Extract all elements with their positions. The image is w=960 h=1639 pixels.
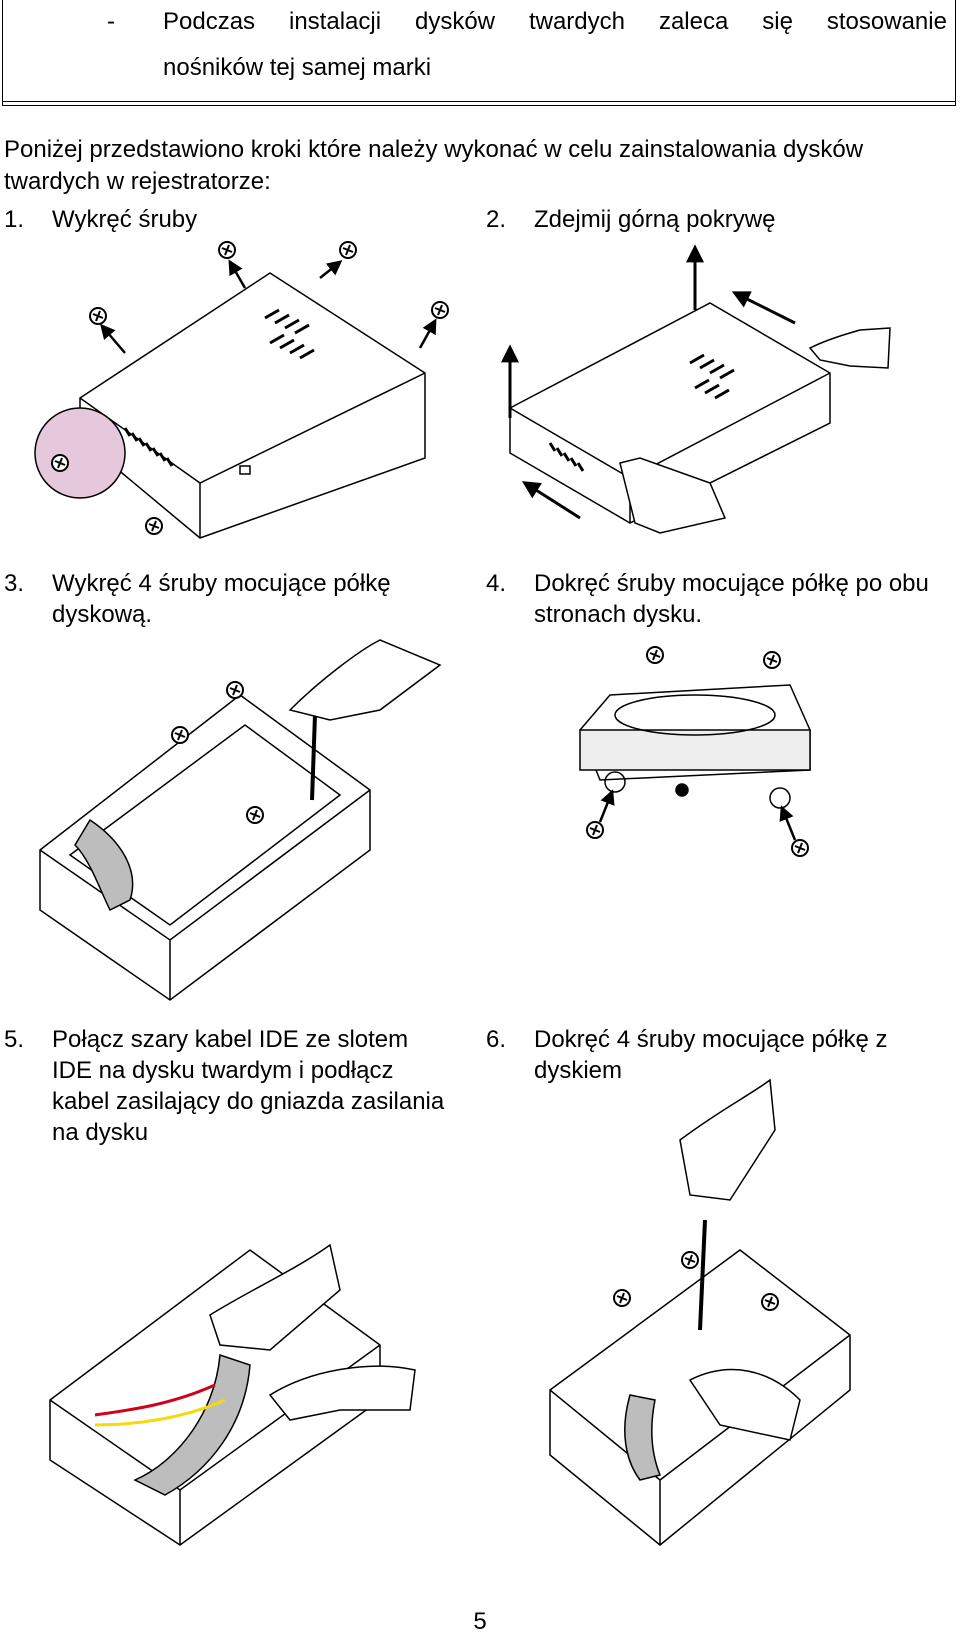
recorder-cover-illustration	[509, 302, 831, 524]
step-number: 5.	[4, 1026, 25, 1053]
figure-remove-cover	[501, 244, 891, 534]
step-text-line: na dysku	[52, 1119, 149, 1146]
step-text-line: dyskiem	[534, 1057, 623, 1084]
step-6-heading: 6. Dokręć 4 śruby mocujące półkę z dyski…	[486, 1024, 956, 1088]
figure-remove-shelf-screws	[39, 639, 442, 1001]
step-text-line: IDE na dysku twardym i podłącz	[52, 1057, 394, 1084]
hand-icon	[619, 327, 891, 534]
figure-connect-ide-cable	[49, 1243, 416, 1546]
arrow-icon	[501, 244, 796, 520]
note-box: - Podczas instalacji dysków twardych zal…	[2, 0, 956, 106]
step-2-heading: 2. Zdejmij górną pokrywę	[486, 204, 956, 236]
step-text-line: Wykręć 4 śruby mocujące półkę	[52, 570, 391, 597]
screwdriver-hand-icon	[288, 639, 442, 801]
step-text-line: dyskową.	[52, 601, 153, 628]
step-1-heading: 1. Wykręć śruby	[4, 204, 454, 236]
recorder-closed-illustration	[79, 272, 426, 539]
note-word: twardych	[528, 8, 625, 35]
step-number: 6.	[486, 1026, 507, 1053]
recorder-open-illustration	[549, 1249, 851, 1546]
step-text-line: kabel zasilający do gniazda zasilania	[52, 1088, 445, 1115]
ide-cable-illustration	[94, 1353, 251, 1496]
note-bullet: -	[107, 8, 115, 35]
note-word: się	[762, 8, 793, 35]
step-3-heading: 3. Wykręć 4 śruby mocujące półkę dyskową…	[4, 568, 454, 632]
screwdriver-hand-icon	[679, 1078, 801, 1441]
step-4-heading: 4. Dokręć śruby mocujące półkę po obu st…	[486, 568, 956, 632]
intro-paragraph: Poniżej przedstawiono kroki które należy…	[4, 136, 864, 195]
step-number: 2.	[486, 206, 507, 233]
step-text-line: Połącz szary kabel IDE ze slotem	[52, 1026, 409, 1053]
step-number: 3.	[4, 570, 25, 597]
step-text: Wykręć śruby	[52, 206, 198, 233]
arrow-icon	[598, 789, 797, 841]
note-line-2: nośników tej samej marki	[163, 54, 432, 81]
step-text: Zdejmij górną pokrywę	[534, 206, 776, 233]
step-number: 1.	[4, 206, 25, 233]
step-text-line: Dokręć śruby mocujące półkę po obu	[534, 570, 929, 597]
hard-disk-illustration	[579, 684, 811, 809]
note-word: instalacji	[289, 8, 382, 35]
step-text-line: stronach dysku.	[534, 601, 703, 628]
step-number: 4.	[486, 570, 507, 597]
note-line-1: Podczas instalacji dysków twardych zalec…	[163, 8, 947, 36]
recorder-open-illustration	[39, 694, 371, 1001]
note-word: stosowanie	[826, 8, 947, 35]
figure-remove-screws	[34, 241, 449, 539]
figure-disk-screws	[579, 646, 811, 857]
arrow-icon	[100, 259, 437, 354]
step-5-heading: 5. Połącz szary kabel IDE ze slotem IDE …	[4, 1024, 474, 1152]
page-number: 5	[473, 1608, 487, 1635]
step-text-line: Dokręć 4 śruby mocujące półkę z	[534, 1026, 888, 1053]
figure-tighten-shelf-screws	[549, 1078, 851, 1546]
zoom-circle	[34, 407, 126, 499]
note-word: zaleca	[658, 8, 729, 35]
note-word: dysków	[414, 8, 496, 35]
note-word: Podczas	[163, 8, 256, 35]
hand-icon	[209, 1243, 416, 1421]
note-divider	[3, 101, 955, 102]
